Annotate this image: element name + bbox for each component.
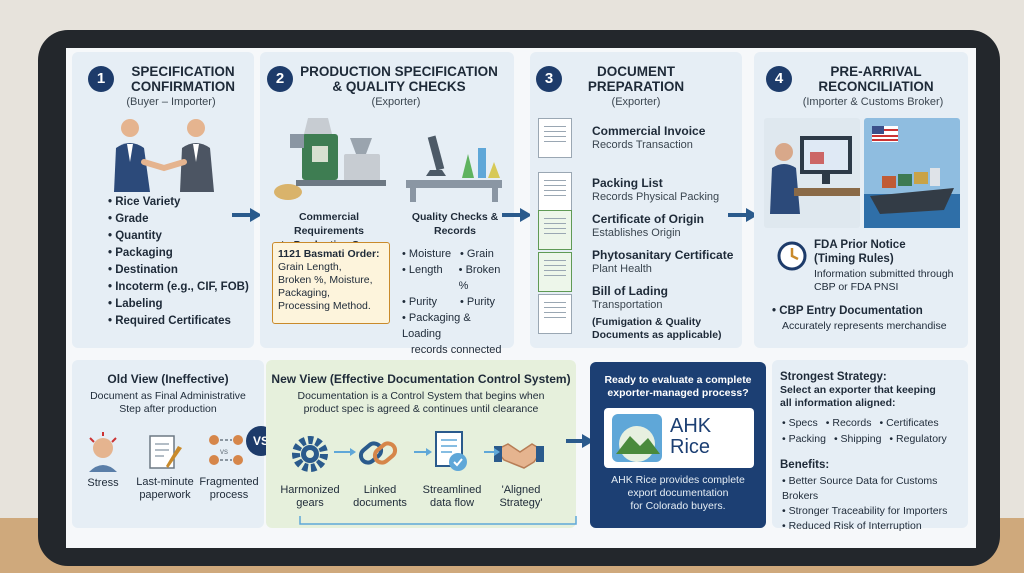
doc-subtitle: Records Transaction bbox=[592, 139, 693, 151]
doc-title: Bill of Lading bbox=[592, 284, 668, 298]
list-item: Labeling bbox=[108, 296, 249, 313]
step1-spec-list: Rice Variety Grade Quantity Packaging De… bbox=[108, 194, 249, 330]
new-view-title: New View (Effective Documentation Contro… bbox=[271, 372, 571, 386]
chain-link-icon bbox=[358, 441, 398, 465]
list-item: Packaging bbox=[108, 245, 249, 262]
gears-icon bbox=[292, 436, 328, 472]
benefits-list: • Better Source Data for Customs Brokers… bbox=[782, 475, 948, 532]
list-item: Destination bbox=[108, 262, 249, 279]
benefits-title: Benefits: bbox=[780, 459, 830, 471]
list-item: Rice Variety bbox=[108, 194, 249, 211]
old-view-title: Old View (Ineffective) bbox=[107, 372, 229, 386]
strategy-title: Strongest Strategy: bbox=[780, 371, 887, 383]
cbp-entry-title: • CBP Entry Documentation bbox=[772, 305, 923, 317]
step2-subtitle: (Exporter) bbox=[371, 96, 421, 108]
customs-broker-and-cargo-ship-icon bbox=[764, 118, 960, 228]
step1-number: 1 bbox=[88, 66, 114, 92]
flow-arrows-icon bbox=[334, 448, 500, 456]
basmati-order-text: 1121 Basmati Order: Grain Length, Broken… bbox=[278, 248, 380, 312]
list-item: Grade bbox=[108, 211, 249, 228]
doc-subtitle: Plant Health bbox=[592, 263, 652, 275]
timer-clock-icon bbox=[777, 241, 807, 271]
list-item: Quantity bbox=[108, 228, 249, 245]
invoice-document-icon bbox=[538, 118, 572, 158]
feedback-loop-arrow-icon bbox=[299, 516, 577, 525]
doc-title: Packing List bbox=[592, 176, 663, 190]
phytosanitary-document-icon bbox=[538, 252, 572, 292]
arrow-right-icon bbox=[728, 208, 758, 222]
quality-checks-list: • Moisture• Grain • Length• Broken % • P… bbox=[402, 248, 502, 356]
cbp-entry-desc: Accurately represents merchandise bbox=[782, 320, 947, 332]
step3-number: 3 bbox=[536, 66, 562, 92]
basmati-order-box bbox=[272, 242, 390, 324]
step1-subtitle: (Buyer – Importer) bbox=[126, 96, 216, 108]
rice-processing-machine-icon bbox=[274, 118, 386, 200]
packing-list-document-icon bbox=[538, 172, 572, 212]
arrow-right-icon bbox=[566, 434, 594, 448]
handshake-people-icon bbox=[114, 119, 214, 192]
doc-subtitle: Establishes Origin bbox=[592, 227, 681, 239]
data-flow-document-icon bbox=[435, 431, 467, 471]
fragmented-process-icon: vs bbox=[209, 435, 243, 465]
arrow-right-icon bbox=[232, 208, 262, 222]
fda-prior-notice-title: FDA Prior Notice(Timing Rules) bbox=[814, 239, 906, 265]
handshake-icon bbox=[494, 443, 544, 469]
list-item: Required Certificates bbox=[108, 313, 249, 330]
step4-subtitle: (Importer & Customs Broker) bbox=[802, 96, 944, 108]
new-view-desc: Documentation is a Control System that b… bbox=[297, 390, 545, 415]
doc-subtitle: Transportation bbox=[592, 299, 663, 311]
strategy-row-2: • Packing • Shipping • Regulatory bbox=[782, 433, 947, 445]
bill-of-lading-document-icon bbox=[538, 294, 572, 334]
step2-title: PRODUCTION SPECIFICATION& QUALITY CHECKS bbox=[300, 64, 498, 94]
lab-microscope-icon bbox=[406, 135, 502, 202]
old-view-item-label: Stress bbox=[87, 477, 119, 489]
strategy-panel bbox=[772, 360, 968, 528]
doc-title: Commercial Invoice bbox=[592, 124, 706, 138]
step3-subtitle: (Exporter) bbox=[611, 96, 661, 108]
step2-number: 2 bbox=[267, 66, 293, 92]
step4-number: 4 bbox=[766, 66, 792, 92]
arrow-right-icon bbox=[502, 208, 532, 222]
doc-subtitle: Records Physical Packing bbox=[592, 191, 720, 203]
quality-checks-label: Quality Checks &Records bbox=[411, 211, 499, 237]
certificate-document-icon bbox=[538, 210, 572, 250]
doc-title: Phytosanitary Certificate bbox=[592, 248, 734, 262]
strategy-row-1: • Specs • Records • Certificates bbox=[782, 417, 939, 429]
doc-title: Certificate of Origin bbox=[592, 212, 705, 226]
paperwork-pen-icon bbox=[149, 435, 182, 469]
list-item: Incoterm (e.g., CIF, FOB) bbox=[108, 279, 249, 296]
stressed-person-icon bbox=[89, 432, 117, 472]
svg-text:vs: vs bbox=[220, 447, 228, 456]
mountain-logo-icon bbox=[612, 414, 662, 462]
